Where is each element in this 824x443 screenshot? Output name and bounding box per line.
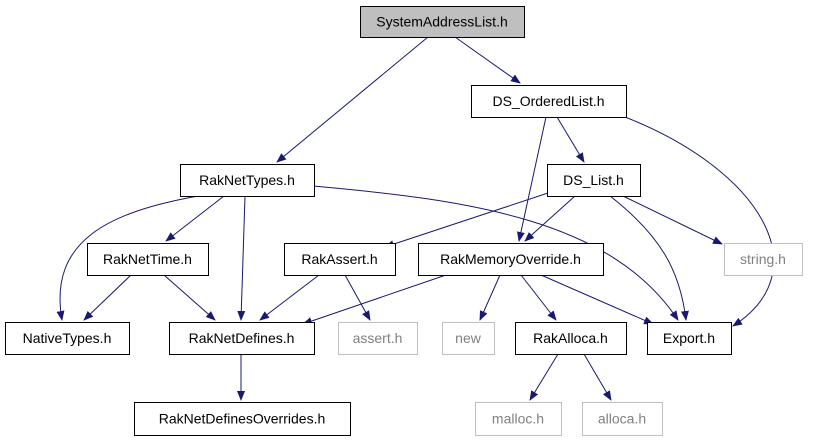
node-new-h: new (442, 322, 495, 355)
edge-ds-list-to-rak-memory-override (524, 195, 576, 242)
node-box (338, 322, 418, 355)
edge-system-address-list-to-raknet-types (276, 36, 429, 163)
node-system-address-list[interactable]: SystemAddressList.h (360, 6, 525, 38)
node-raknet-time[interactable]: RakNetTime.h (87, 243, 209, 276)
node-box (284, 243, 396, 276)
edge-raknet-types-to-raknet-defines (237, 195, 246, 321)
edge-ds-ordered-list-to-export-h (624, 116, 775, 327)
edge-raknet-time-to-native-types (83, 274, 132, 321)
edge-ds-list-to-string-h (622, 195, 723, 245)
edge-rak-memory-override-to-new-h (479, 274, 501, 321)
node-label: RakNetTime.h (103, 251, 192, 267)
node-box (418, 243, 604, 276)
edge-ds-list-to-rak-assert (384, 192, 549, 248)
node-rak-assert[interactable]: RakAssert.h (284, 243, 396, 276)
node-box (169, 322, 315, 355)
node-label: DS_List.h (563, 172, 624, 188)
edge-rak-assert-to-assert-h (344, 274, 371, 321)
node-raknet-types[interactable]: RakNetTypes.h (180, 164, 315, 197)
edge-rak-alloca-to-malloc-h (529, 353, 559, 401)
node-box (87, 243, 209, 276)
edge-raknet-types-to-export-h (312, 185, 679, 321)
node-label: string.h (740, 251, 786, 267)
node-box (647, 322, 732, 355)
edge-raknet-time-to-raknet-defines (163, 274, 216, 321)
node-alloca-h: alloca.h (582, 402, 663, 436)
node-assert-h: assert.h (338, 322, 418, 355)
node-box (180, 164, 315, 197)
node-rak-memory-override[interactable]: RakMemoryOverride.h (418, 243, 604, 276)
node-label: RakAlloca.h (533, 330, 608, 346)
node-label: Export.h (663, 330, 715, 346)
node-ds-list[interactable]: DS_List.h (547, 164, 641, 197)
node-box (442, 322, 495, 355)
node-string-h: string.h (724, 243, 803, 276)
edge-ds-ordered-list-to-rak-memory-override (517, 116, 547, 242)
node-box (360, 6, 525, 38)
node-box (724, 243, 803, 276)
edge-ds-list-to-export-h (609, 195, 689, 321)
node-label: RakNetDefines.h (189, 330, 295, 346)
edge-layer (56, 36, 775, 401)
node-box (582, 402, 663, 436)
node-malloc-h: malloc.h (475, 402, 562, 436)
node-label: assert.h (353, 330, 403, 346)
node-native-types[interactable]: NativeTypes.h (5, 322, 130, 355)
node-label: RakNetDefinesOverrides.h (159, 411, 326, 427)
edge-rak-assert-to-raknet-defines (259, 274, 320, 321)
node-box (471, 85, 627, 118)
edge-raknet-types-to-native-types (56, 195, 199, 321)
edge-rak-memory-override-to-raknet-defines (302, 274, 447, 325)
node-label: RakAssert.h (301, 251, 377, 267)
node-raknet-defines[interactable]: RakNetDefines.h (169, 322, 315, 355)
node-label: new (455, 330, 482, 346)
node-box (5, 322, 130, 355)
edge-raknet-types-to-raknet-time (165, 195, 225, 242)
node-label: alloca.h (598, 411, 646, 427)
node-raknet-defines-overrides[interactable]: RakNetDefinesOverrides.h (134, 402, 351, 436)
node-box (475, 402, 562, 436)
node-box (134, 402, 351, 436)
node-label: NativeTypes.h (23, 330, 112, 346)
node-label: RakMemoryOverride.h (440, 251, 581, 267)
edge-system-address-list-to-ds-ordered-list (454, 36, 521, 84)
edge-rak-memory-override-to-export-h (540, 274, 654, 325)
edge-ds-ordered-list-to-ds-list (556, 116, 585, 163)
node-label: SystemAddressList.h (376, 14, 508, 30)
node-layer: SystemAddressList.hDS_OrderedList.hRakNe… (5, 6, 803, 436)
node-rak-alloca[interactable]: RakAlloca.h (515, 322, 627, 355)
node-box (515, 322, 627, 355)
node-ds-ordered-list[interactable]: DS_OrderedList.h (471, 85, 627, 118)
edge-rak-alloca-to-alloca-h (583, 353, 612, 401)
node-label: RakNetTypes.h (199, 172, 295, 188)
node-label: DS_OrderedList.h (492, 93, 604, 109)
node-label: malloc.h (492, 411, 544, 427)
node-box (547, 164, 641, 197)
edge-rak-memory-override-to-rak-alloca (520, 274, 557, 321)
node-export-h[interactable]: Export.h (647, 322, 732, 355)
